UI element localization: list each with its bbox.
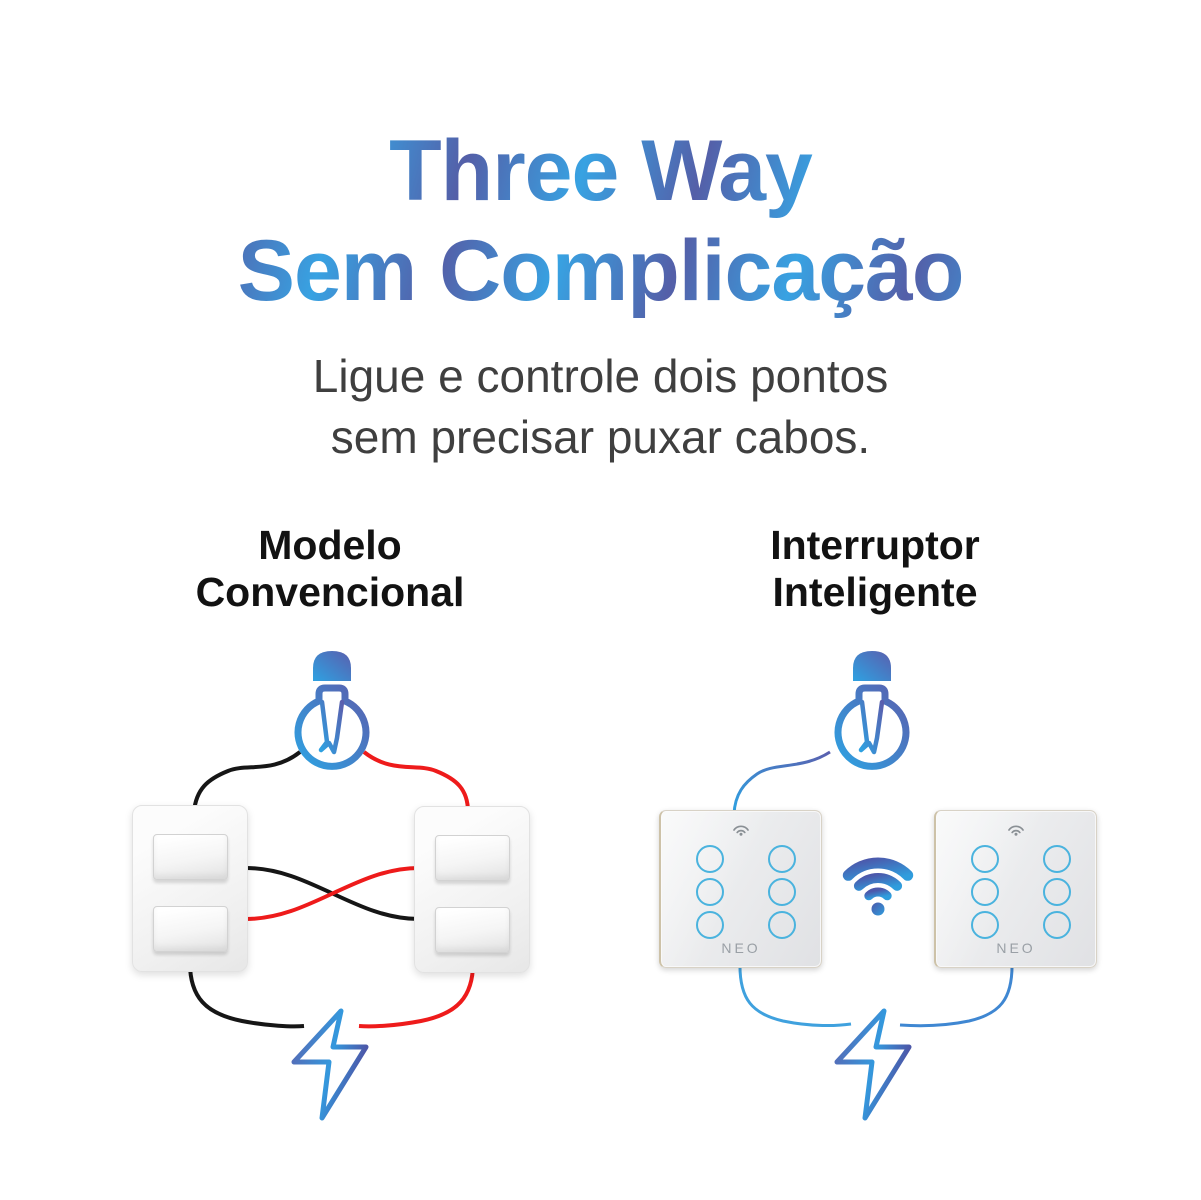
rocker-button	[435, 835, 510, 881]
touch-button-circle	[971, 911, 999, 939]
conventional-switch-left	[132, 805, 248, 972]
touch-button-circle	[1043, 878, 1071, 906]
conventional-bulb-icon	[294, 651, 370, 770]
wifi-status-icon	[1008, 825, 1024, 836]
page-title: Three Way Sem Complicação	[0, 122, 1201, 322]
wire-blue-smart-switch2-to-power	[899, 961, 1014, 1028]
touch-button-circle	[768, 845, 796, 873]
rocker-button	[435, 907, 510, 953]
wifi-icon	[842, 857, 914, 916]
touch-button-circle	[696, 845, 724, 873]
touch-button-circle	[696, 911, 724, 939]
conventional-switch-right	[414, 806, 530, 973]
page-subtitle: Ligue e controle dois pontos sem precisa…	[312, 350, 889, 463]
brand-label: NEO	[721, 940, 761, 956]
touch-button-circle	[1043, 911, 1071, 939]
rocker-button	[153, 834, 228, 880]
wire-red-traveler	[245, 866, 420, 921]
smart-switch-right: NEO	[934, 810, 1097, 968]
touch-button-grid	[971, 845, 1071, 939]
section-heading-conventional: Modelo Convencional	[195, 522, 465, 616]
touch-button-grid	[696, 845, 796, 939]
smart-switch-left: NEO	[659, 810, 822, 968]
touch-button-circle	[768, 878, 796, 906]
touch-button-circle	[768, 911, 796, 939]
wifi-status-icon	[733, 825, 749, 836]
smart-bulb-icon	[834, 651, 910, 770]
brand-label: NEO	[996, 940, 1036, 956]
touch-button-circle	[971, 878, 999, 906]
touch-button-circle	[696, 878, 724, 906]
lightning-bolt-icon-smart	[834, 1008, 912, 1121]
wire-blue-bulb-to-smart-switch1	[732, 750, 831, 815]
wire-blue-smart-switch1-to-power	[738, 961, 852, 1028]
lightning-bolt-icon-conventional	[291, 1008, 369, 1121]
wire-red-switch2-to-power	[358, 959, 476, 1029]
wire-black-bulb-to-switch1	[192, 750, 302, 813]
section-heading-smart: Interruptor Inteligente	[770, 522, 980, 616]
rocker-button	[153, 906, 228, 952]
touch-button-circle	[971, 845, 999, 873]
touch-button-circle	[1043, 845, 1071, 873]
wire-black-switch1-to-power	[187, 959, 305, 1029]
wire-red-bulb-to-switch2	[362, 750, 470, 813]
